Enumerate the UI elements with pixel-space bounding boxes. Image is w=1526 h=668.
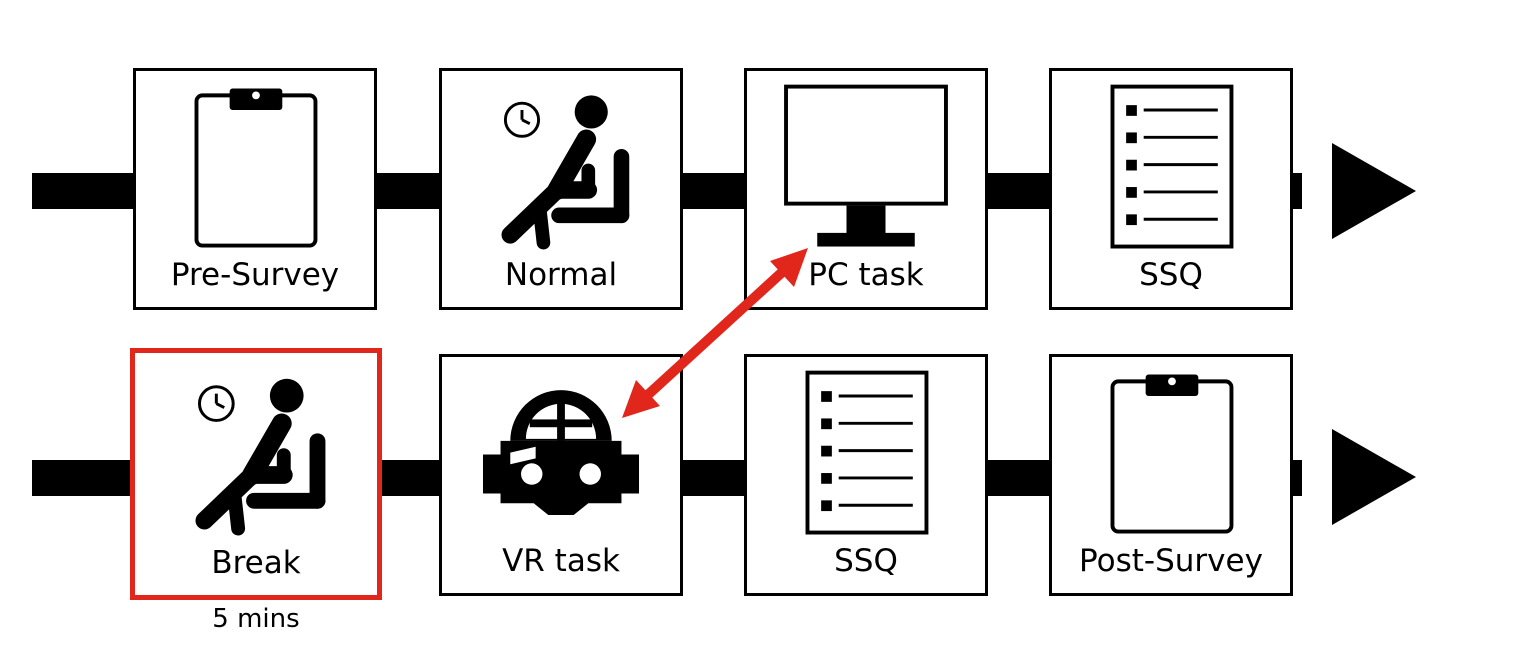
monitor-icon (784, 84, 948, 247)
step-post-survey: Post-Survey (1049, 354, 1293, 596)
step-label: PC task (808, 257, 924, 293)
step-label: SSQ (1139, 257, 1203, 293)
step-normal: Normal (439, 68, 683, 310)
clipboard-icon (1110, 374, 1234, 534)
break-duration-note: 5 mins (212, 604, 300, 634)
timeline-arrowhead-row-2 (1332, 429, 1416, 525)
seated-person-clock-icon (501, 95, 630, 250)
checklist-icon (1110, 84, 1234, 249)
step-label: SSQ (834, 543, 898, 579)
vr-headset-icon (482, 390, 640, 515)
seated-person-clock-icon (195, 378, 326, 536)
clipboard-icon (194, 88, 318, 248)
step-label: Normal (504, 257, 618, 293)
step-pre-survey: Pre-Survey (133, 68, 377, 310)
step-ssq: SSQ (744, 354, 988, 596)
checklist-icon (805, 370, 929, 535)
step-label: Post-Survey (1079, 543, 1263, 579)
step-label: Break (211, 545, 301, 581)
step-label: VR task (502, 543, 620, 579)
step-break: Break (130, 348, 382, 600)
timeline-arrowhead-row-1 (1332, 143, 1416, 239)
step-label: Pre-Survey (170, 257, 340, 293)
step-ssq: SSQ (1049, 68, 1293, 310)
